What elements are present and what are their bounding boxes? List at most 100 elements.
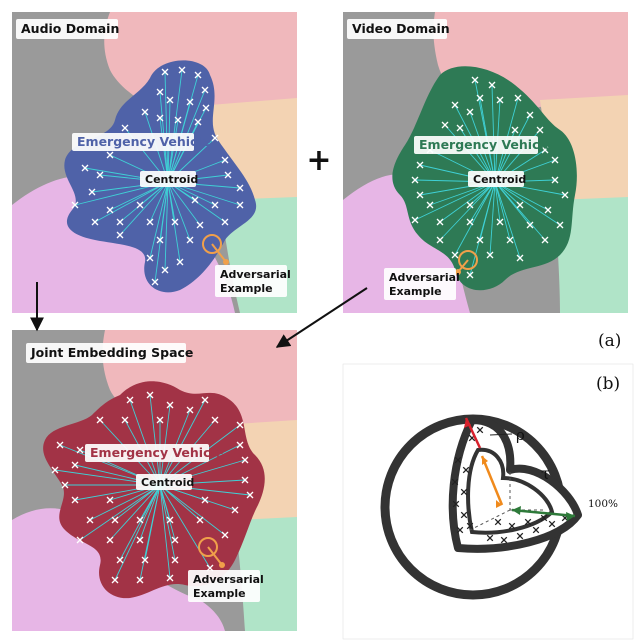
x-mark	[171, 556, 179, 564]
x-mark	[56, 441, 64, 449]
x-mark	[526, 111, 534, 119]
video-centroid-label: Centroid	[473, 173, 526, 186]
ray	[114, 484, 161, 521]
ray	[154, 181, 169, 283]
part-label-b: (b)	[596, 374, 620, 394]
ray	[129, 399, 161, 486]
x-mark	[516, 254, 524, 262]
audio-domain-panel	[12, 12, 297, 313]
ray	[109, 484, 161, 541]
x-mark	[174, 116, 182, 124]
x-mark	[141, 556, 149, 564]
x-mark	[241, 476, 249, 484]
video-adversarial-tag: Adversarial Example	[384, 268, 460, 300]
x-mark	[452, 500, 460, 508]
plus-sign: +	[306, 143, 331, 178]
x-mark	[116, 556, 124, 564]
x-mark	[81, 164, 89, 172]
x-mark	[541, 146, 549, 154]
joint-centroid-tag: Centroid	[136, 474, 194, 490]
x-mark	[201, 86, 209, 94]
x-mark	[466, 271, 474, 279]
ray	[414, 181, 496, 221]
ray	[149, 181, 169, 223]
x-mark	[61, 481, 69, 489]
x-mark	[151, 278, 159, 286]
x-mark	[221, 156, 229, 164]
x-mark	[514, 94, 522, 102]
x-mark	[496, 96, 504, 104]
audio-centroid-label: Centroid	[145, 173, 198, 186]
x-mark	[236, 184, 244, 192]
video-cluster-tag: Emergency Vehicle	[414, 136, 552, 154]
audio-adversarial-line1: Adversarial	[220, 268, 291, 281]
x-mark	[106, 206, 114, 214]
x-mark	[161, 266, 169, 274]
x-mark	[96, 171, 104, 179]
ray	[469, 181, 496, 223]
audio-points	[71, 66, 244, 286]
ray	[167, 181, 201, 226]
x-mark	[511, 126, 519, 134]
x-mark	[441, 121, 449, 129]
sphere-points	[451, 426, 569, 544]
x-mark	[136, 201, 144, 209]
axis-dashed-2	[469, 509, 511, 531]
video-cluster-label: Emergency Vehicle	[419, 137, 552, 152]
joint-title-tag: Joint Embedding Space	[26, 343, 193, 363]
x-mark	[540, 514, 548, 522]
joint-title: Joint Embedding Space	[30, 345, 193, 360]
ray	[149, 181, 169, 259]
x-mark	[166, 96, 174, 104]
x-mark	[436, 236, 444, 244]
x-mark	[221, 218, 229, 226]
x-mark	[161, 68, 169, 76]
audio-adversarial-tag: Adversarial Example	[215, 265, 291, 297]
joint-adversarial-line2: Example	[193, 587, 246, 600]
x-mark	[106, 536, 114, 544]
x-mark	[416, 161, 424, 169]
x-mark	[186, 98, 194, 106]
rho-leader	[489, 433, 513, 436]
x-mark	[194, 118, 202, 126]
audio-adversarial-marker	[202, 234, 229, 265]
x-mark	[166, 401, 174, 409]
x-mark	[451, 101, 459, 109]
x-mark	[426, 201, 434, 209]
x-mark	[191, 196, 199, 204]
x-mark	[126, 396, 134, 404]
audio-centroid-tag: Centroid	[140, 171, 198, 187]
x-mark	[454, 456, 462, 464]
ray	[164, 71, 169, 183]
radius-arrow	[480, 455, 504, 506]
x-mark	[524, 518, 532, 526]
x-mark	[532, 526, 540, 534]
ray	[494, 181, 561, 226]
ray	[469, 181, 496, 276]
x-mark	[106, 151, 114, 159]
joint-adversarial-marker	[198, 537, 225, 568]
video-adversarial-line2: Example	[389, 285, 442, 298]
x-mark	[471, 76, 479, 84]
rho-label: ρ	[516, 426, 525, 444]
x-mark	[460, 511, 468, 519]
x-mark	[116, 218, 124, 226]
x-mark	[236, 441, 244, 449]
audio-title-tag: Audio Domain	[16, 19, 119, 39]
x-mark	[211, 134, 219, 142]
x-mark	[178, 66, 186, 74]
x-mark	[456, 124, 464, 132]
x-mark	[136, 576, 144, 584]
video-region-green	[555, 197, 628, 313]
ray	[139, 484, 161, 581]
ray	[119, 181, 169, 236]
x-mark	[88, 188, 96, 196]
x-mark	[146, 218, 154, 226]
x-mark	[460, 488, 468, 496]
x-mark	[536, 126, 544, 134]
x-mark	[91, 218, 99, 226]
joint-points	[51, 391, 254, 584]
x-mark	[526, 221, 534, 229]
joint-region-green	[235, 517, 297, 631]
